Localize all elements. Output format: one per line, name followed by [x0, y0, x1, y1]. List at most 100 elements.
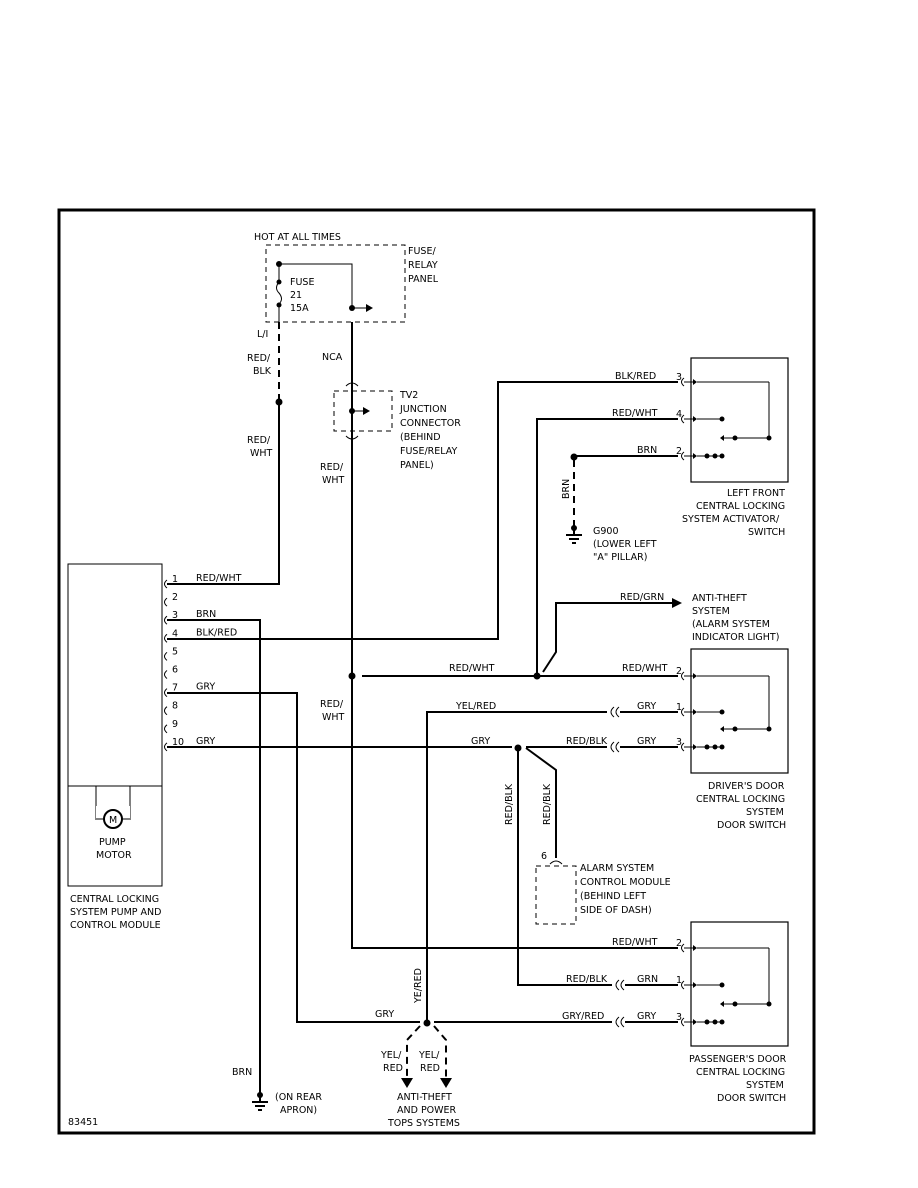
- red-wht-wire-pin1: [167, 402, 280, 585]
- drivers-door-label-2: CENTRAL LOCKING: [696, 794, 785, 805]
- red-wht-label-a2: WHT: [250, 448, 273, 459]
- red-wht-label-a1: RED/: [247, 435, 271, 446]
- module-pin-number: 6: [172, 665, 178, 676]
- brn-wire-pin3: [167, 619, 261, 1095]
- alarm-label-1: ALARM SYSTEM: [580, 863, 654, 874]
- switch-pin-connector: [681, 1017, 685, 1027]
- switch-pin-number: 3: [676, 737, 682, 748]
- switch-pin-number: 1: [676, 975, 682, 986]
- left-front-label-4: SWITCH: [748, 527, 785, 538]
- module-pin-number: 2: [172, 592, 178, 603]
- switch-pin-connector: [681, 671, 685, 681]
- module-pin-connector: [164, 633, 168, 643]
- module-label-1: CENTRAL LOCKING: [70, 894, 159, 905]
- tv2-connector-box: [333, 390, 393, 432]
- rear-apron-label-2: APRON): [280, 1105, 317, 1116]
- switch-pin-connector: [681, 980, 685, 990]
- red-blk-drv-label: RED/BLK: [566, 736, 608, 747]
- fuse-21-icon: [276, 281, 282, 305]
- red-wht-label-b1: RED/: [320, 462, 344, 473]
- anti-theft-label-4: INDICATOR LIGHT): [692, 632, 779, 643]
- module-pin-wire-label: BLK/RED: [196, 627, 237, 638]
- yel-red-branch-left: [406, 1025, 421, 1078]
- module-label-2: SYSTEM PUMP AND: [70, 907, 161, 918]
- switch-pin-connector: [681, 742, 685, 752]
- tv2-label-2: JUNCTION: [399, 404, 447, 415]
- left-front-label-3: SYSTEM ACTIVATOR/: [682, 514, 780, 525]
- alarm-module-box: [535, 865, 577, 925]
- red-wht-label-c2: WHT: [322, 712, 345, 723]
- left-front-label-2: CENTRAL LOCKING: [696, 501, 785, 512]
- tv2-label-3: CONNECTOR: [400, 418, 461, 429]
- switch-pin-connector: [681, 377, 685, 387]
- switch-pin-connector: [681, 943, 685, 953]
- module-pin-number: 5: [172, 646, 178, 657]
- anti-theft-arrow-icon: [672, 598, 682, 608]
- alarm-label-4: SIDE OF DASH): [580, 905, 652, 916]
- gry-drv1-label: GRY: [637, 701, 656, 712]
- module-pin-connector: [164, 742, 168, 752]
- yel-red-mid-label: YEL/RED: [455, 701, 496, 712]
- module-pin-connector: [164, 615, 168, 625]
- alarm-pin-icon: [549, 860, 563, 865]
- red-wht-splice-left-dot: [348, 672, 356, 680]
- passengers-door-switch: 213: [676, 921, 789, 1047]
- left-front-label-1: LEFT FRONT: [727, 488, 785, 499]
- ye-red-v-label: YE/RED: [413, 968, 424, 1004]
- tv2-arrow-icon: [363, 407, 370, 415]
- anti-theft-label-1: ANTI-THEFT: [692, 593, 747, 604]
- fuse-dot-top: [276, 279, 282, 285]
- brn-splice-dot: [570, 453, 578, 461]
- red-wht-label-b2: WHT: [322, 475, 345, 486]
- nca-label: NCA: [322, 352, 343, 363]
- blk-red-top-label: BLK/RED: [615, 371, 656, 382]
- pass-conn3-icon: [615, 1016, 625, 1028]
- module-pin-connector: [164, 579, 168, 589]
- gry-pass3-label: GRY: [637, 1011, 656, 1022]
- drivers-door-label-4: DOOR SWITCH: [717, 820, 786, 831]
- brn-bottom-label: BRN: [232, 1067, 252, 1078]
- nca-arrow-icon: [366, 304, 373, 312]
- switch-pin-number: 3: [676, 372, 682, 383]
- module-pin-number: 4: [172, 628, 178, 639]
- module-pin-wire-label: GRY: [196, 736, 215, 747]
- module-pin-connector: [164, 688, 168, 697]
- red-blk-label-2: BLK: [253, 366, 272, 377]
- anti-theft-power-label-2: AND POWER: [397, 1105, 457, 1116]
- switch-pin-connector: [681, 451, 685, 461]
- module-pin-number: 8: [172, 701, 178, 712]
- yel-red-r2-label: RED: [420, 1063, 440, 1074]
- tv2-label-5: FUSE/RELAY: [400, 446, 458, 457]
- fuse-panel-label-3: PANEL: [408, 274, 439, 285]
- red-wht-label-mid-left: RED/WHT: [449, 663, 495, 674]
- anti-theft-power-label-1: ANTI-THEFT: [397, 1092, 452, 1103]
- g900-label-3: "A" PILLAR): [593, 552, 647, 563]
- module-pin-wire-label: RED/WHT: [196, 573, 242, 584]
- red-blk-pass-label: RED/BLK: [566, 974, 608, 985]
- red-blk-v2-label: RED/BLK: [542, 783, 553, 825]
- red-blk-v1-label: RED/BLK: [504, 783, 515, 825]
- pump-motor-label-2: MOTOR: [96, 850, 132, 861]
- blk-red-wire-pin4: [167, 381, 678, 640]
- switch-pin-number: 3: [676, 1012, 682, 1023]
- rear-apron-dot: [257, 1092, 263, 1098]
- passengers-door-label-2: CENTRAL LOCKING: [696, 1067, 785, 1078]
- module-pin-number: 9: [172, 719, 178, 730]
- module-pin-number: 10: [172, 737, 184, 748]
- module-pin-number: 1: [172, 574, 178, 585]
- g900-dot: [571, 525, 577, 531]
- switch-pin-connector: [681, 707, 685, 717]
- module-pin-number: 3: [172, 610, 178, 621]
- module-pin-wire-label: BRN: [196, 609, 216, 620]
- pump-motor-symbol: M: [109, 815, 117, 826]
- switch-pin-number: 2: [676, 446, 682, 457]
- module-pin-connector: [164, 652, 168, 661]
- brn-vertical-label: BRN: [561, 479, 572, 499]
- module-pin-wire-label: GRY: [196, 682, 215, 693]
- fuse-label-3: 15A: [290, 303, 309, 314]
- pump-motor-label-1: PUMP: [99, 837, 126, 848]
- left-front-switch: 342: [676, 357, 789, 483]
- diagram-frame: [57, 208, 816, 1135]
